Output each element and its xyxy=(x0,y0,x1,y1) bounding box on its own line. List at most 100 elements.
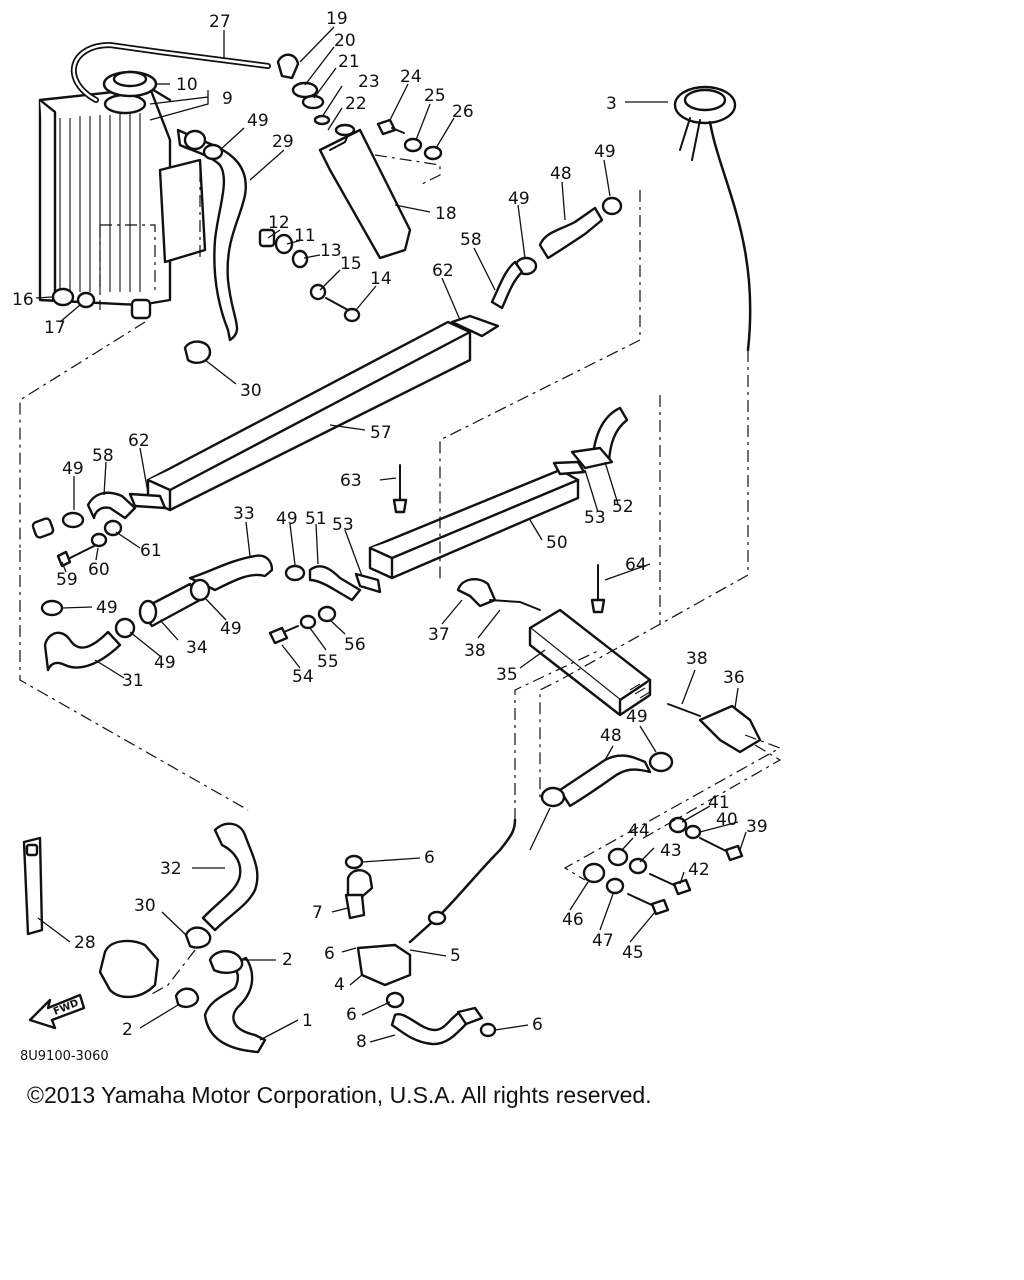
callout: 26 xyxy=(452,102,474,122)
callout: 22 xyxy=(345,94,367,114)
callout: 51 xyxy=(305,509,327,529)
callout: 64 xyxy=(625,555,647,575)
callout: 49 xyxy=(626,707,648,727)
hose-1 xyxy=(203,956,267,1054)
callout: 5 xyxy=(450,946,461,966)
callout: 55 xyxy=(317,652,339,672)
thermo-sender xyxy=(673,85,752,352)
callout: 54 xyxy=(292,667,314,687)
callout: 62 xyxy=(432,261,454,281)
callout: 30 xyxy=(240,381,262,401)
callout: 33 xyxy=(233,504,255,524)
callout: 49 xyxy=(276,509,298,529)
callout: 53 xyxy=(584,508,606,528)
callout: 49 xyxy=(508,189,530,209)
callout: 37 xyxy=(428,625,450,645)
reservoir-tank xyxy=(318,123,412,260)
callout: 49 xyxy=(247,111,269,131)
callout: 12 xyxy=(268,213,290,233)
callout-labels: 27 19 20 21 23 22 24 25 26 10 9 49 29 18… xyxy=(12,9,768,1064)
callout: 57 xyxy=(370,423,392,443)
callout: 9 xyxy=(222,89,233,109)
callout: 49 xyxy=(154,653,176,673)
radiator-cap xyxy=(102,70,158,98)
callout: 17 xyxy=(44,318,66,338)
callout: 38 xyxy=(686,649,708,669)
callout: 50 xyxy=(546,533,568,553)
callout: 60 xyxy=(88,560,110,580)
callout: 39 xyxy=(746,817,768,837)
callout: 14 xyxy=(370,269,392,289)
callout: 48 xyxy=(550,164,572,184)
callout: 2 xyxy=(282,950,293,970)
callout: 56 xyxy=(344,635,366,655)
callout: 53 xyxy=(332,515,354,535)
callout: 29 xyxy=(272,132,294,152)
callout: 63 xyxy=(340,471,362,491)
strap-28 xyxy=(22,836,44,936)
assembly-lines xyxy=(19,154,782,996)
callout: 46 xyxy=(562,910,584,930)
callout: 45 xyxy=(622,943,644,963)
callout: 32 xyxy=(160,859,182,879)
callout: 23 xyxy=(358,72,380,92)
callout: 6 xyxy=(424,848,435,868)
callout: 25 xyxy=(424,86,446,106)
callout: 49 xyxy=(96,598,118,618)
hose-32 xyxy=(201,822,259,932)
callout: 61 xyxy=(140,541,162,561)
drawing-code: 8U9100-3060 xyxy=(20,1049,109,1064)
callout: 6 xyxy=(532,1015,543,1035)
tank-cap-parts xyxy=(276,53,331,126)
callout: 18 xyxy=(435,204,457,224)
parts-diagram: FWD xyxy=(12,9,782,1064)
bolt-set-top xyxy=(376,118,443,161)
heat-exchanger-57 xyxy=(146,320,472,512)
callout: 21 xyxy=(338,52,360,72)
washer-stack xyxy=(258,228,361,323)
callout: 31 xyxy=(122,671,144,691)
leader-lines xyxy=(35,26,747,1043)
callout: 35 xyxy=(496,665,518,685)
callout: 41 xyxy=(708,793,730,813)
fwd-arrow: FWD xyxy=(28,993,86,1030)
callout: 27 xyxy=(209,12,231,32)
pump-housing xyxy=(98,939,160,999)
upper-hose xyxy=(176,128,247,342)
exhaust-35 xyxy=(528,608,652,717)
callout: 34 xyxy=(186,638,208,658)
callout: 52 xyxy=(612,497,634,517)
callout: 49 xyxy=(594,142,616,162)
callout: 36 xyxy=(723,668,745,688)
radiator xyxy=(38,86,207,320)
callout: 47 xyxy=(592,931,614,951)
callout: 7 xyxy=(312,903,323,923)
callout: 48 xyxy=(600,726,622,746)
callout: 1 xyxy=(302,1011,313,1031)
callout: 43 xyxy=(660,841,682,861)
callout: 30 xyxy=(134,896,156,916)
callout: 13 xyxy=(320,241,342,261)
callout: 28 xyxy=(74,933,96,953)
callout: 11 xyxy=(294,226,316,246)
callout: 44 xyxy=(628,821,650,841)
callout: 24 xyxy=(400,67,422,87)
callout: 6 xyxy=(324,944,335,964)
callout: 3 xyxy=(606,94,617,114)
heat-exchanger-50 xyxy=(368,468,580,580)
callout: 58 xyxy=(460,230,482,250)
callout: 15 xyxy=(340,254,362,274)
callout: 19 xyxy=(326,9,348,29)
callout: 58 xyxy=(92,446,114,466)
callout: 40 xyxy=(716,810,738,830)
callout: 62 xyxy=(128,431,150,451)
callout: 6 xyxy=(346,1005,357,1025)
callout: 59 xyxy=(56,570,78,590)
callout: 42 xyxy=(688,860,710,880)
callout: 4 xyxy=(334,975,345,995)
callout: 49 xyxy=(220,619,242,639)
copyright-notice: ©2013 Yamaha Motor Corporation, U.S.A. A… xyxy=(27,1082,652,1108)
callout: 20 xyxy=(334,31,356,51)
callout: 38 xyxy=(464,641,486,661)
callout: 49 xyxy=(62,459,84,479)
